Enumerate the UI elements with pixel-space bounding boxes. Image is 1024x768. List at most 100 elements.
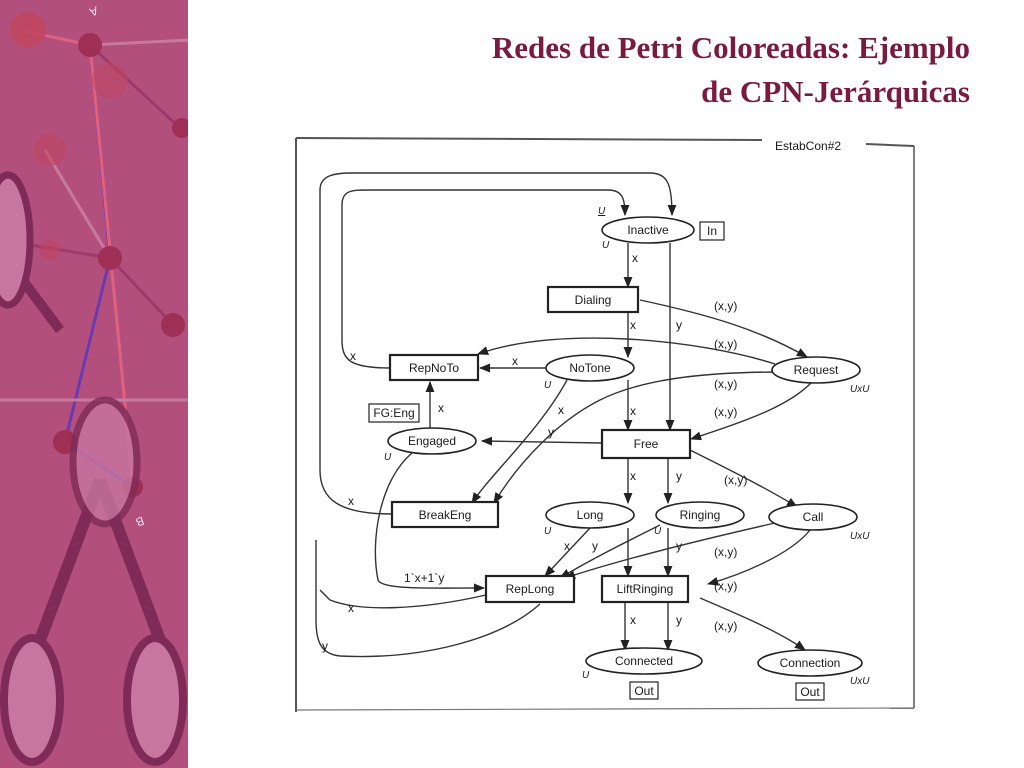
arc-label: x — [350, 349, 356, 363]
arc-request-free — [689, 381, 813, 441]
arc-label: x — [632, 251, 638, 265]
arc-label: y — [676, 469, 682, 483]
arc-labels: x x y (x,y) (x,y) (x,y) (x,y) x x x x y … — [322, 251, 747, 653]
arc-dialing-request — [639, 299, 808, 358]
arc-label: (x,y) — [714, 579, 737, 593]
transition-label: RepNoTo — [409, 361, 459, 375]
place-call: Call UxU — [768, 503, 870, 542]
page-title-line-1: Redes de Petri Coloreadas: Ejemplo — [491, 30, 970, 65]
arc-label: y — [676, 318, 682, 332]
place-label: Inactive — [627, 223, 669, 237]
transition-free: Free — [600, 428, 692, 460]
place-label: Call — [803, 510, 824, 524]
place-connection: Connection UxU Out — [757, 649, 870, 701]
arc-replong-back — [319, 589, 487, 609]
arc-label: x — [348, 494, 354, 508]
place-label: Connected — [615, 654, 673, 668]
colorset-label: U — [582, 670, 590, 681]
arc-label: (x,y) — [714, 337, 737, 351]
place-notone: NoTone U — [544, 354, 635, 391]
place-label: NoTone — [569, 361, 611, 375]
arc-label: x — [630, 318, 636, 332]
arcs — [315, 172, 813, 658]
transition-liftringing: LiftRinging — [600, 574, 690, 604]
colorset-label: U — [602, 240, 610, 251]
colorset-label: U — [384, 452, 392, 463]
arc-label: x — [630, 404, 636, 418]
transition-repnoto: RepNoTo — [388, 353, 480, 382]
transition-label: Free — [634, 437, 659, 451]
arc-label: (x,y) — [714, 377, 737, 391]
place-request: Request UxU — [771, 356, 870, 395]
transition-replong: RepLong — [484, 574, 576, 604]
colorset-label: UxU — [850, 531, 870, 542]
port-tag — [629, 681, 659, 700]
arc-request-repnoto — [476, 337, 776, 365]
arc-label: x — [564, 539, 570, 553]
arc-label: x — [512, 354, 518, 368]
place-label: Ringing — [680, 508, 721, 522]
port-tag-label: Out — [800, 685, 820, 699]
arc-label: x — [630, 613, 636, 627]
place-label: Engaged — [408, 434, 456, 448]
colorset-label: UxU — [850, 384, 870, 395]
port-tag-label: In — [707, 224, 717, 238]
arc-label: x — [630, 469, 636, 483]
place-inactive: Inactive U U In — [598, 206, 725, 251]
transition-label: Dialing — [575, 293, 612, 307]
arc-label: y — [592, 539, 598, 553]
arc-liftringing-connection — [699, 597, 806, 651]
transition-dialing: Dialing — [546, 285, 640, 314]
arc-label: y — [676, 539, 682, 553]
arc-label: (x,y) — [714, 299, 737, 313]
arc-label: y — [322, 639, 328, 653]
transition-breakeng: BreakEng — [390, 500, 500, 529]
place-label: Request — [794, 363, 839, 377]
arc-label: x — [348, 601, 354, 615]
arc-free-call — [689, 449, 798, 508]
arc-breakeng-inactive — [319, 172, 677, 515]
port-tag — [699, 221, 725, 241]
arc-long-loop-back — [315, 540, 541, 658]
arc-long-replong — [544, 527, 591, 577]
page-frame — [295, 137, 915, 712]
arc-ringing-replong — [559, 524, 661, 579]
place-label: Connection — [780, 656, 841, 670]
arc-call-replong — [563, 522, 776, 580]
arc-call-liftringing — [706, 529, 811, 586]
colorset-label: U — [654, 526, 662, 537]
arc-engaged-replong — [374, 452, 486, 593]
fusion-tag-label: FG:Eng — [373, 406, 414, 420]
arc-repnoto-inactive — [341, 189, 630, 369]
arc-label: 1`x+1`y — [404, 571, 444, 585]
place-label: Long — [577, 508, 604, 522]
initial-marking: U — [598, 206, 606, 217]
arc-label: x — [558, 403, 564, 417]
place-connected: Connected U Out — [582, 647, 703, 700]
colorset-label: U — [544, 380, 552, 391]
arc-label: (x,y) — [714, 619, 737, 633]
arc-label: y — [676, 613, 682, 627]
place-ringing: Ringing U — [654, 501, 745, 537]
arc-label: (x,y) — [714, 405, 737, 419]
arc-label: y — [548, 425, 554, 439]
port-tag-label: Out — [634, 684, 654, 698]
arc-notone-breakeng — [471, 379, 568, 504]
page-title-line-2: de CPN-Jerárquicas — [701, 74, 970, 109]
arc-label: x — [438, 401, 444, 415]
transition-label: BreakEng — [419, 508, 472, 522]
petri-net-diagram: EstabCon#2 — [295, 137, 915, 712]
transition-label: RepLong — [506, 582, 555, 596]
page-label: EstabCon#2 — [775, 139, 841, 153]
place-long: Long U — [544, 501, 635, 537]
arc-request-breakeng — [493, 371, 781, 504]
transition-label: LiftRinging — [617, 582, 674, 596]
arc-free-engaged — [480, 436, 603, 446]
sidebar-network-nodes — [0, 12, 188, 766]
arc-label: (x,y) — [714, 545, 737, 559]
colorset-label: UxU — [850, 676, 870, 687]
place-engaged: Engaged U FG:Eng — [368, 403, 477, 463]
decorative-sidebar: A B — [0, 0, 188, 768]
page-title: Redes de Petri Coloreadas: Ejemplo de CP… — [330, 26, 970, 114]
port-tag — [795, 682, 825, 701]
